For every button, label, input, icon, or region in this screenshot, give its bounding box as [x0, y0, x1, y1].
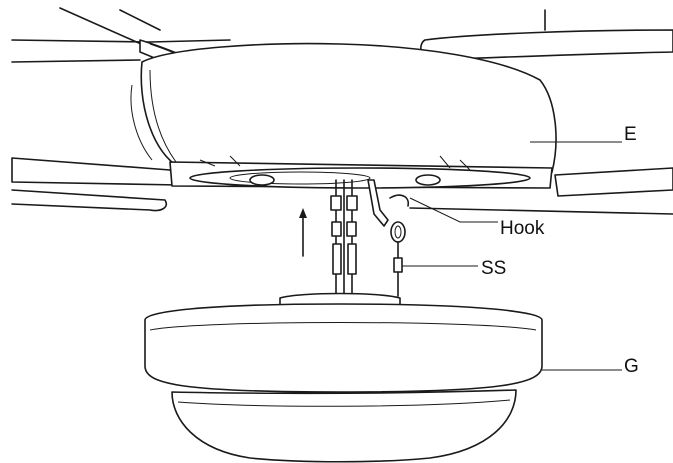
- arrow-up-icon: [299, 208, 307, 257]
- wire-connectors: [330, 179, 358, 301]
- leader-lines: [402, 141, 622, 371]
- label-ss: SS: [481, 258, 506, 279]
- light-kit: [144, 292, 543, 463]
- hook-assembly: [367, 179, 410, 243]
- label-g: G: [624, 356, 639, 377]
- safety-string: [393, 241, 403, 297]
- label-hook: Hook: [500, 218, 545, 239]
- label-e: E: [624, 124, 637, 145]
- fan-motor-housing: [130, 42, 557, 189]
